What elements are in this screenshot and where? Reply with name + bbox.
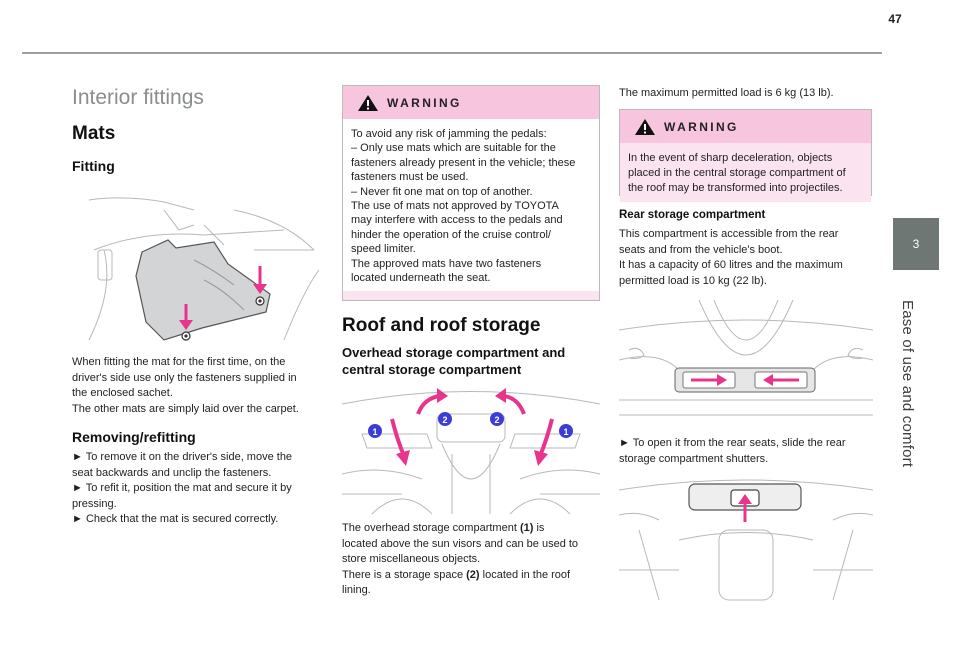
roof-title: Roof and roof storage [342,315,541,336]
rear-storage-text: This compartment is accessible from the … [619,228,843,287]
warning-title: WARNING [387,96,462,110]
overhead-text: The overhead storage compartment (1) is … [342,522,579,596]
arrow-down-icon [390,418,410,466]
arrow-horizontal-icon [691,374,727,386]
arrow-horizontal-icon [763,374,799,386]
warning-box-pedals: WARNING To avoid any risk of jamming the… [342,85,600,301]
removing-text: ► To remove it on the driver's side, mov… [72,451,293,525]
svg-text:1: 1 [563,427,568,437]
warning-text: In the event of sharp deceleration, obje… [620,143,871,202]
rear-storage-title: Rear storage compartment [619,209,766,221]
overhead-title: Overhead storage compartment and central… [342,345,566,377]
overhead-illustration: 1 2 2 1 [342,384,600,519]
mats-title: Mats [72,123,116,144]
svg-text:2: 2 [494,415,499,425]
callout-1-left: 1 [368,424,382,438]
arrow-down-icon [534,418,554,466]
section-title: Interior fittings [72,86,204,109]
arrow-curved-icon [416,388,448,415]
arrow-up-icon [738,494,752,522]
fitting-title: Fitting [72,158,115,174]
svg-text:2: 2 [442,415,447,425]
arrow-down-icon [253,266,267,294]
warning-triangle-icon [357,94,379,112]
load-text: The maximum permitted load is 6 kg (13 l… [619,87,834,99]
svg-text:1: 1 [372,427,377,437]
chapter-tab[interactable]: 3 [893,218,939,270]
open-text: ► To open it from the rear seats, slide … [619,437,846,465]
header-rule [22,52,882,54]
callout-1-right: 1 [559,424,573,438]
open-illustration [619,470,873,605]
warning-title: WARNING [664,120,739,134]
page-number: 47 [888,12,902,26]
chapter-title: Ease of use and comfort [899,300,916,468]
rear-storage-illustration [619,300,873,425]
removing-title: Removing/refitting [72,429,196,445]
callout-2-right: 2 [490,412,504,426]
warning-box-projectiles: WARNING In the event of sharp decelerati… [619,109,872,202]
callout-2-left: 2 [438,412,452,426]
mat-illustration [84,190,324,345]
fitting-text: When fitting the mat for the first time,… [72,356,299,415]
warning-triangle-icon [634,118,656,136]
warning-text: To avoid any risk of jamming the pedals:… [343,119,599,292]
arrow-down-icon [179,304,193,330]
arrow-curved-icon [495,388,526,415]
